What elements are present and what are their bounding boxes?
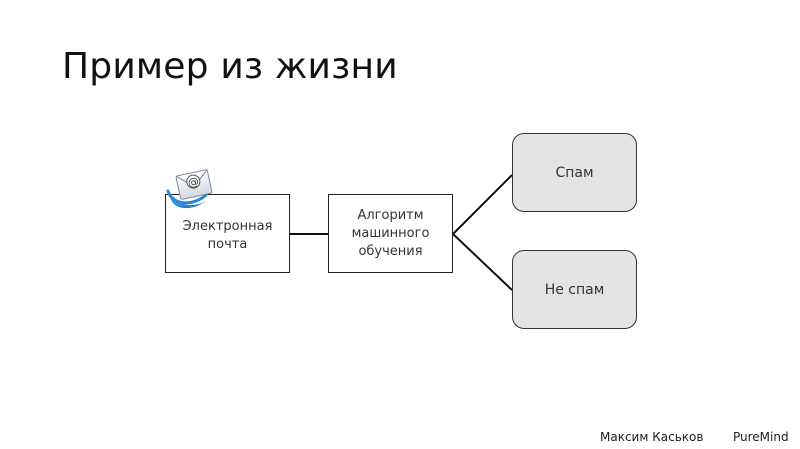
edge-algorithm-to-spam <box>452 174 513 235</box>
node-algorithm-label: Алгоритм машинного обучения <box>351 207 430 259</box>
node-not-spam: Не спам <box>512 250 637 329</box>
edge-algorithm-to-not-spam <box>452 233 513 291</box>
svg-text:@: @ <box>187 175 200 190</box>
footer-brand: PureMind <box>733 430 789 444</box>
node-spam: Спам <box>512 133 637 212</box>
node-not-spam-label: Не спам <box>544 281 605 298</box>
node-algorithm: Алгоритм машинного обучения <box>328 194 453 273</box>
email-at-icon: @ <box>166 169 213 209</box>
node-spam-label: Спам <box>555 164 594 181</box>
footer-author: Максим Каськов <box>600 430 704 444</box>
node-email-label: Электронная почта <box>182 218 273 252</box>
slide-title: Пример из жизни <box>62 46 398 87</box>
